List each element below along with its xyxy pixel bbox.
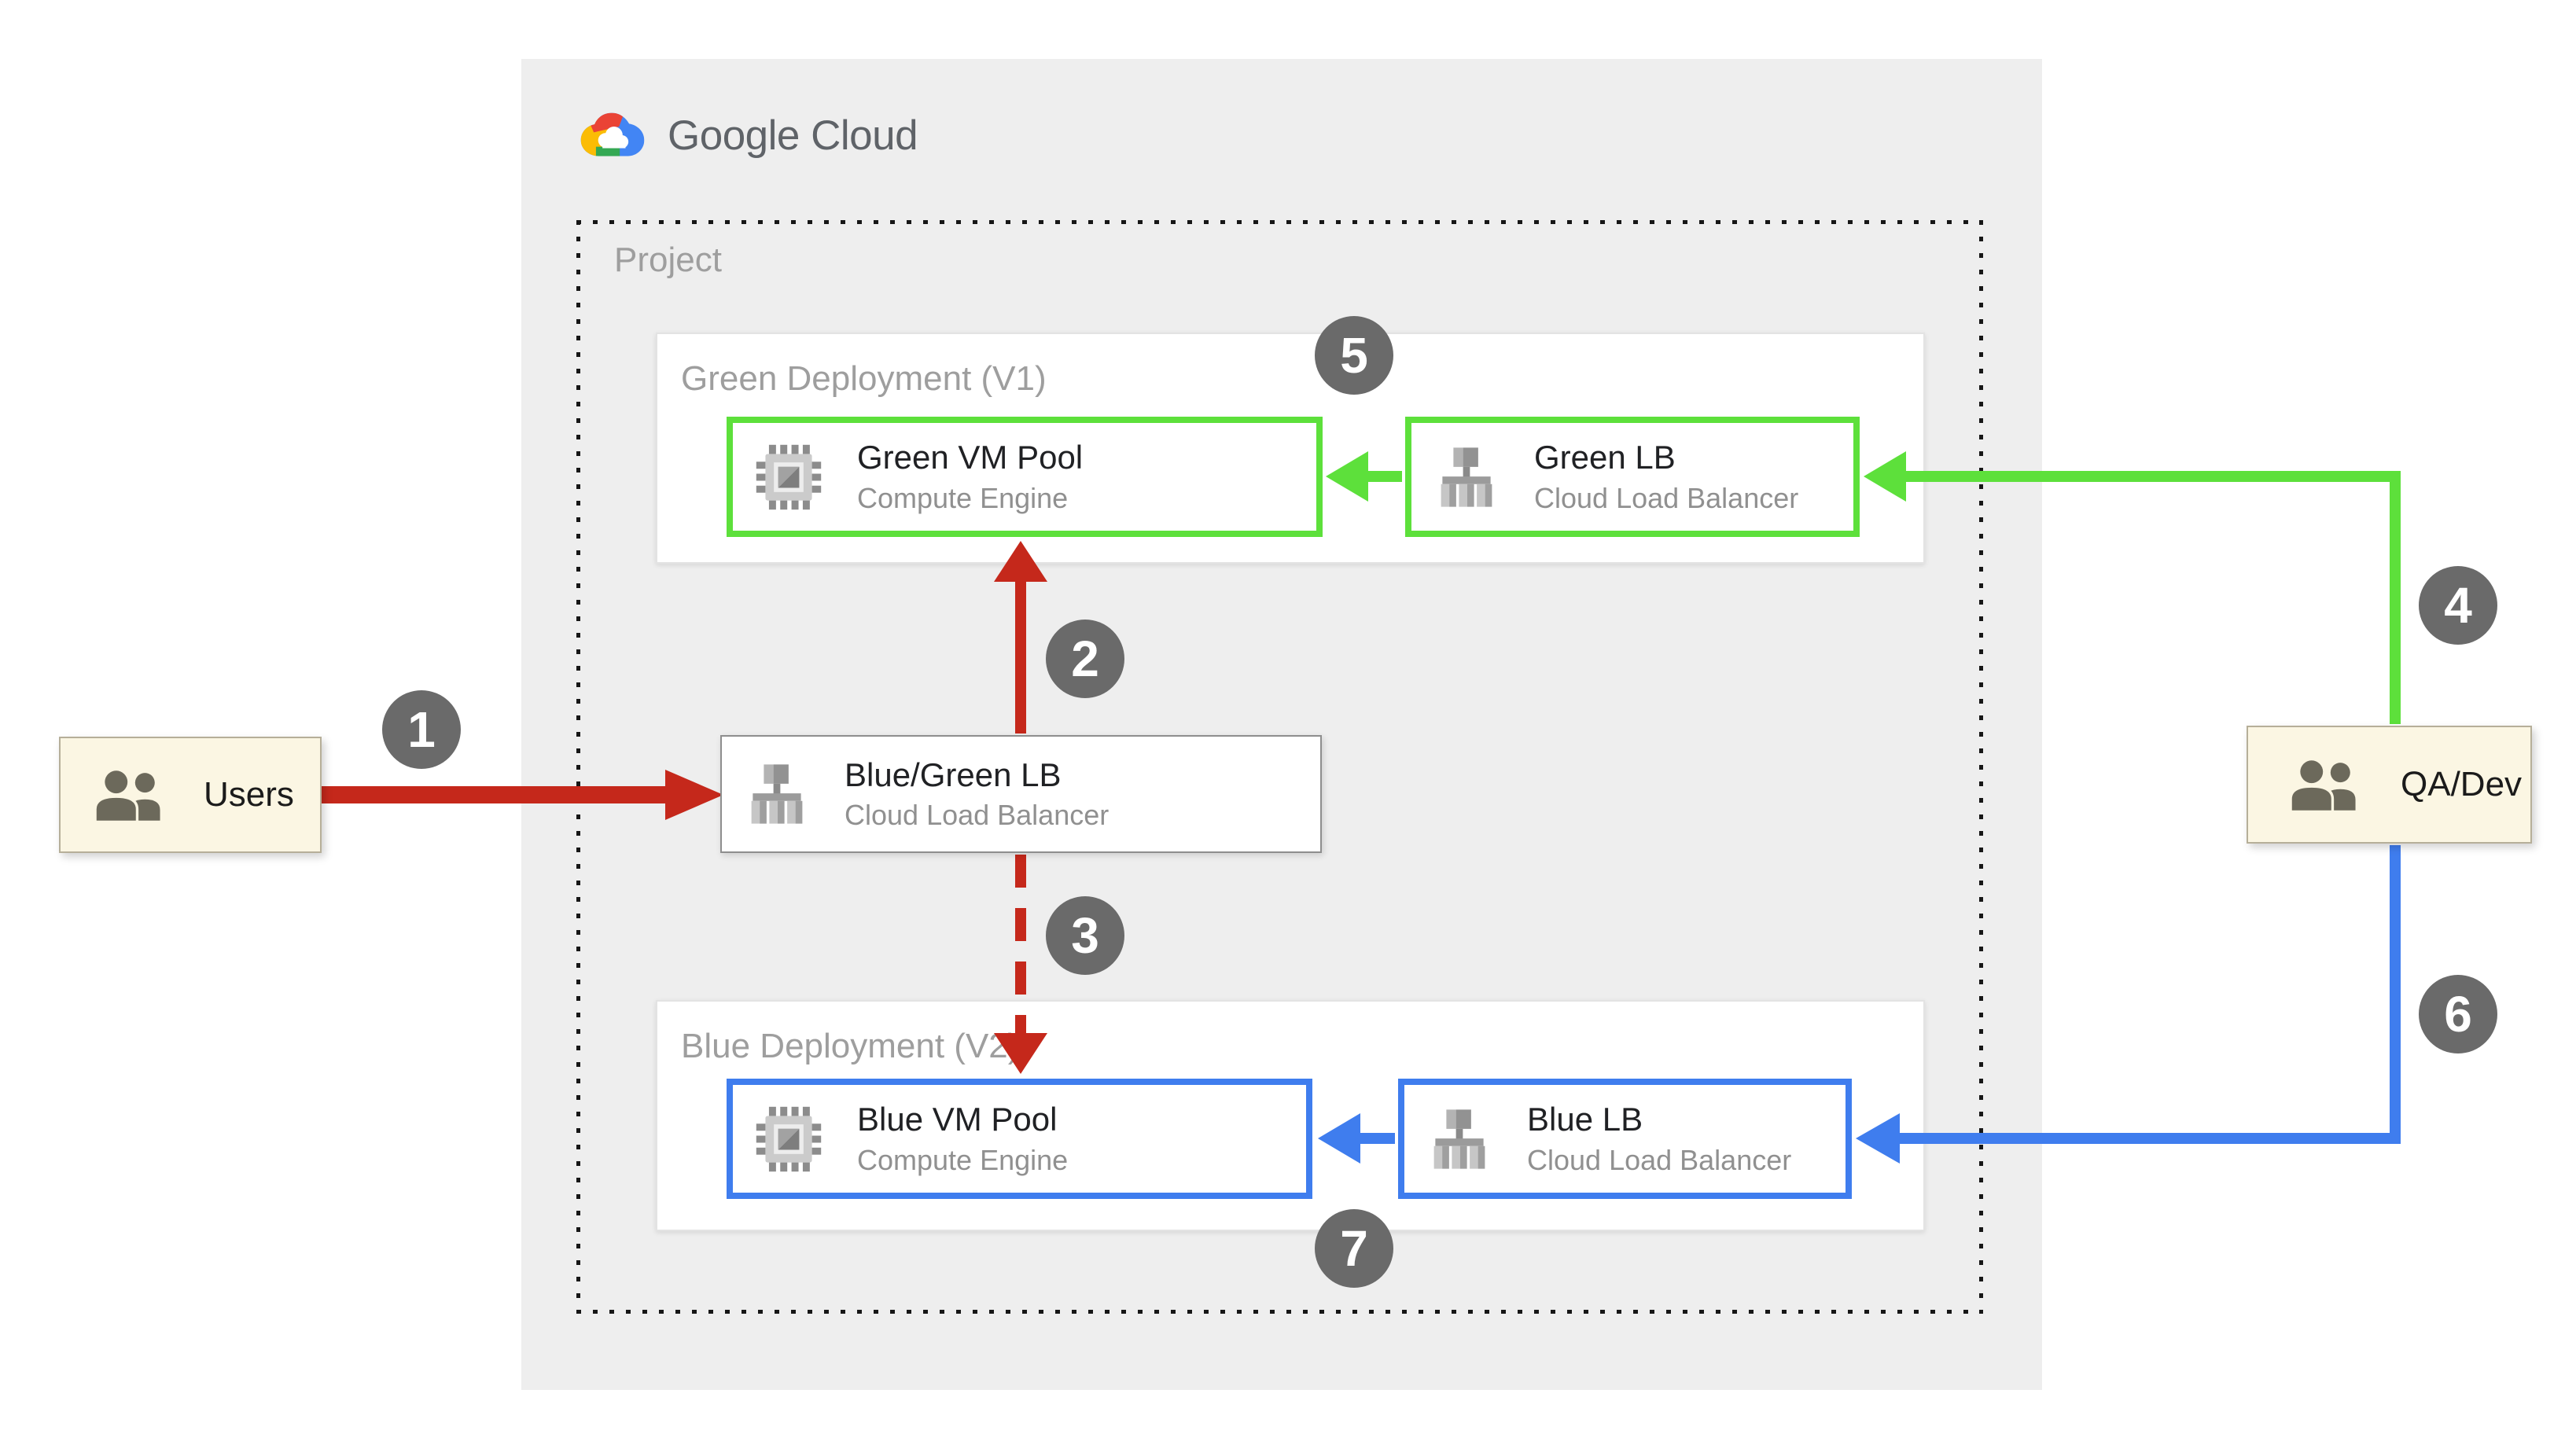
project-border-bottom [576,1310,1983,1314]
step-badge-1: 1 [382,690,461,769]
project-label: Project [614,241,722,279]
load-balancer-icon [1433,1109,1485,1169]
step-badge-7: 7 [1315,1209,1393,1288]
green-vm-pool-subtitle: Compute Engine [857,481,1069,514]
users-label: Users [204,775,294,814]
step-badge-6: 6 [2419,975,2497,1053]
google-cloud-logo: Google Cloud [578,108,918,162]
compute-engine-icon [756,444,822,509]
green-deployment-label: Green Deployment (V1) [681,359,1047,398]
card-blue-lb: Blue LB Cloud Load Balancer [1398,1079,1852,1199]
arrow-qadev-to-green-lb [1864,451,2401,724]
blue-lb-title: Blue LB [1527,1101,1643,1138]
project-border-left [576,220,580,1314]
blue-deployment-label: Blue Deployment (V2) [681,1027,1020,1065]
project-border-right [1979,220,1983,1314]
arrow-users-to-bluegreen-lb [322,770,723,820]
blue-green-lb-subtitle: Cloud Load Balancer [845,799,1110,832]
arrow-green-lb-to-green-vm-pool [1326,451,1402,502]
compute-engine-icon [756,1106,822,1171]
green-vm-pool-title: Green VM Pool [857,439,1084,476]
blue-lb-subtitle: Cloud Load Balancer [1527,1143,1792,1176]
arrow-bluegreen-lb-to-blue-vm-pool [994,855,1047,1074]
green-lb-title: Green LB [1534,439,1676,476]
arrow-bluegreen-lb-to-green-vm-pool [994,541,1047,734]
step-badge-3: 3 [1046,896,1124,975]
blue-vm-pool-subtitle: Compute Engine [857,1143,1069,1176]
load-balancer-icon [1441,447,1492,507]
step-badge-4: 4 [2419,566,2497,645]
green-lb-subtitle: Cloud Load Balancer [1534,481,1799,514]
step-badge-5: 5 [1315,316,1393,395]
users-icon [2289,757,2356,812]
google-cloud-wordmark: Google Cloud [668,112,918,159]
arrow-qadev-to-blue-lb [1856,845,2401,1164]
users-card: Users [59,737,322,853]
load-balancer-icon [751,764,803,824]
project-border-top [576,220,1983,224]
card-blue-vm-pool: Blue VM Pool Compute Engine [727,1079,1312,1199]
arrow-blue-lb-to-blue-vm-pool [1318,1113,1395,1164]
card-green-lb: Green LB Cloud Load Balancer [1405,417,1860,537]
card-blue-green-lb: Blue/Green LB Cloud Load Balancer [720,735,1322,853]
card-green-vm-pool: Green VM Pool Compute Engine [727,417,1323,537]
blue-vm-pool-title: Blue VM Pool [857,1101,1058,1138]
blue-green-lb-title: Blue/Green LB [845,756,1062,793]
qadev-label: QA/Dev [2401,765,2523,803]
step-badge-2: 2 [1046,620,1124,698]
project-boundary: Project [576,220,1983,1314]
google-cloud-logo-icon [580,112,645,156]
qadev-card: QA/Dev [2247,726,2532,844]
users-icon [94,767,160,822]
